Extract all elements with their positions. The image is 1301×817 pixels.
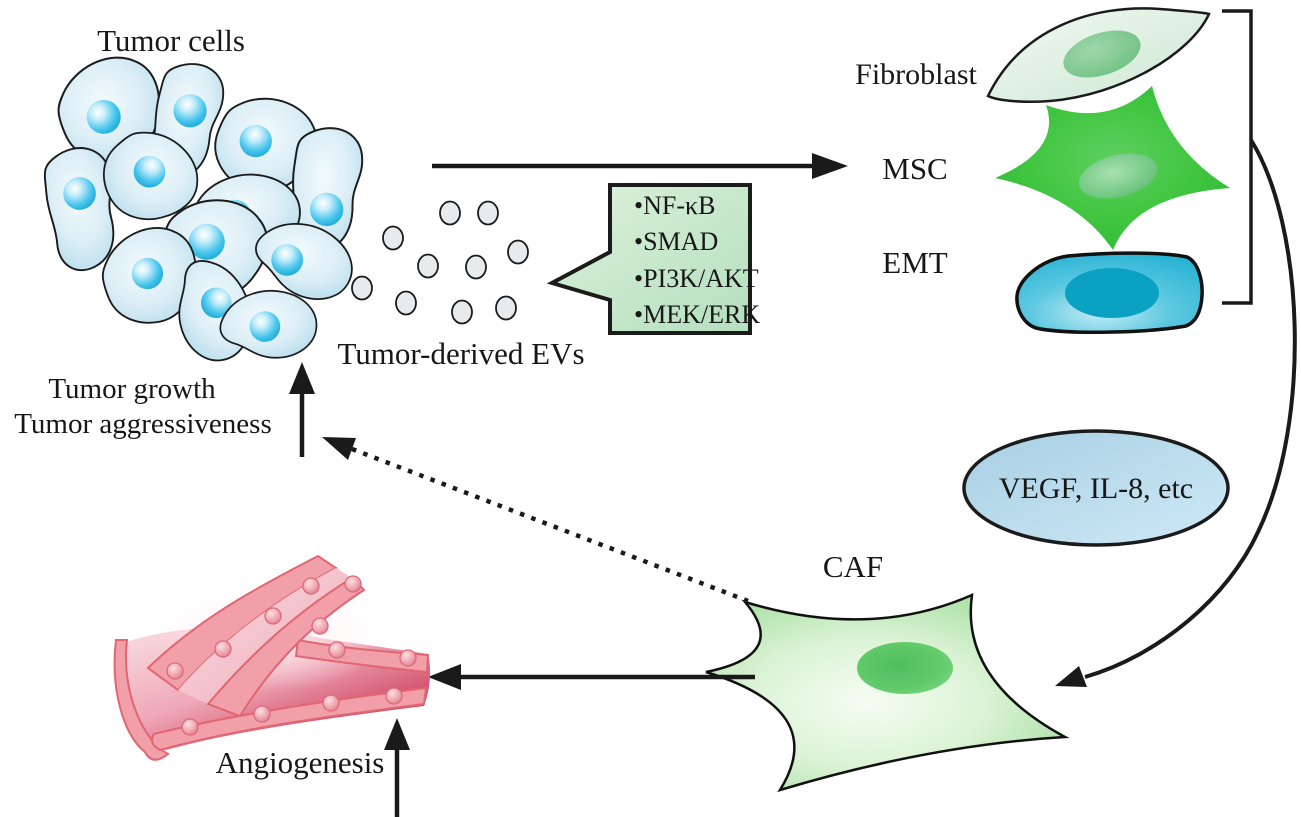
ev-dot (382, 225, 404, 251)
tumor-cell (91, 217, 210, 335)
tumor-cell (216, 285, 321, 365)
vessel-wall-left (113, 639, 170, 761)
callout-bubble (546, 183, 752, 335)
tumor-cell-nucleus (201, 287, 232, 319)
emt-label: EMT (882, 245, 948, 280)
caf-body (705, 592, 1070, 793)
tumor-derived-evs-label: Tumor-derived EVs (337, 336, 584, 371)
endothelial-bump (328, 641, 346, 659)
arrowhead (1055, 666, 1087, 687)
dotted-arrow-caf-to-tumor (322, 437, 749, 604)
vessel-wall-bottom (151, 686, 428, 752)
tumor-growth-label-line1: Tumor growth (48, 373, 216, 405)
msc-cell (995, 86, 1230, 250)
ev-dot (451, 299, 473, 325)
pathway-item: •NF-κB (634, 191, 715, 220)
tumor-cells-label: Tumor cells (97, 23, 245, 58)
endothelial-bump (399, 649, 417, 667)
tumor-cell (160, 248, 265, 371)
caf-cell (705, 592, 1070, 793)
msc-nucleus (1078, 153, 1158, 199)
angiogenesis-label: Angiogenesis (216, 745, 385, 780)
arrow-tumor-to-msc (432, 153, 848, 179)
arrowhead (812, 153, 848, 179)
emt-nucleus (1065, 268, 1159, 318)
tumor-cell (199, 79, 331, 211)
grouping-bracket (1222, 9, 1253, 305)
endothelial-bump (181, 718, 199, 736)
pathway-item: •PI3K/AKT (634, 264, 759, 293)
caf-nucleus (857, 642, 953, 694)
blood-vessel (113, 554, 431, 761)
tumor-cell-nucleus (173, 94, 207, 128)
tumor-cell (85, 113, 214, 241)
ev-dot (439, 200, 461, 226)
ev-dot (477, 200, 499, 226)
arrow-bracket-to-caf (1055, 138, 1297, 687)
fibroblast-label: Fibroblast (855, 58, 977, 91)
pathway-item: •MEK/ERK (634, 300, 760, 329)
endothelial-bump (253, 705, 271, 723)
pathways-callout: •NF-κB •SMAD •PI3K/AKT •MEK/ERK (546, 183, 760, 335)
msc-label: MSC (882, 151, 947, 186)
tumor-cell-nucleus (133, 155, 166, 188)
emt-cell (1015, 251, 1204, 335)
vegf-bubble: VEGF, IL-8, etc (962, 429, 1230, 547)
vessel-branch-inner-wall (206, 576, 366, 718)
endothelial-bump (311, 617, 329, 635)
endothelial-bump (214, 640, 232, 658)
tumor-cell-nucleus (188, 223, 225, 260)
arrowhead (322, 437, 356, 460)
arrowhead (428, 664, 461, 690)
endothelial-bump (385, 687, 403, 705)
endothelial-bump (344, 575, 362, 593)
tumor-cell-nucleus (239, 124, 272, 158)
tumor-cell-nucleus (63, 177, 96, 210)
tumor-cell-nucleus (131, 257, 164, 290)
pathway-item: •SMAD (634, 227, 718, 256)
tumor-cell-nucleus (249, 311, 281, 342)
endothelial-bump (264, 607, 282, 625)
tumor-cell (144, 57, 229, 186)
vegf-label: VEGF, IL-8, etc (999, 472, 1193, 505)
tumor-cell-nucleus (310, 192, 344, 227)
endothelial-bumps (166, 575, 417, 736)
ev-dots (351, 200, 529, 325)
vegf-ellipse (962, 429, 1230, 547)
fibroblast-cell (986, 7, 1211, 104)
tumor-cell (45, 45, 176, 175)
ev-dot (465, 254, 487, 280)
arrow-up-to-vessel (384, 718, 410, 817)
endothelial-bump (322, 694, 340, 712)
arrow-growth-to-tumor (289, 362, 315, 457)
ev-dot (395, 290, 417, 316)
tumor-cell-nucleus (271, 244, 304, 276)
tumor-cell (150, 187, 277, 312)
endothelial-bump (302, 577, 320, 595)
vessel-branch-lumen (178, 568, 352, 704)
ev-dot (495, 295, 517, 321)
tumor-cell-nucleus (86, 99, 121, 134)
tumor-cell (38, 142, 127, 276)
tumor-cells-cluster (38, 45, 366, 371)
caf-label: CAF (823, 549, 883, 584)
arrow-caf-to-vessel (428, 664, 755, 690)
arrowhead (384, 718, 410, 750)
tumor-growth-label-line2: Tumor aggressiveness (14, 408, 272, 440)
tumor-cell (244, 210, 363, 310)
ev-dot (417, 253, 439, 279)
ev-dot (351, 275, 373, 301)
tumor-cell (287, 124, 366, 256)
ev-dot (507, 239, 529, 265)
arrowhead (289, 362, 315, 394)
fibroblast-nucleus (1063, 30, 1141, 78)
endothelial-bump (166, 662, 184, 680)
